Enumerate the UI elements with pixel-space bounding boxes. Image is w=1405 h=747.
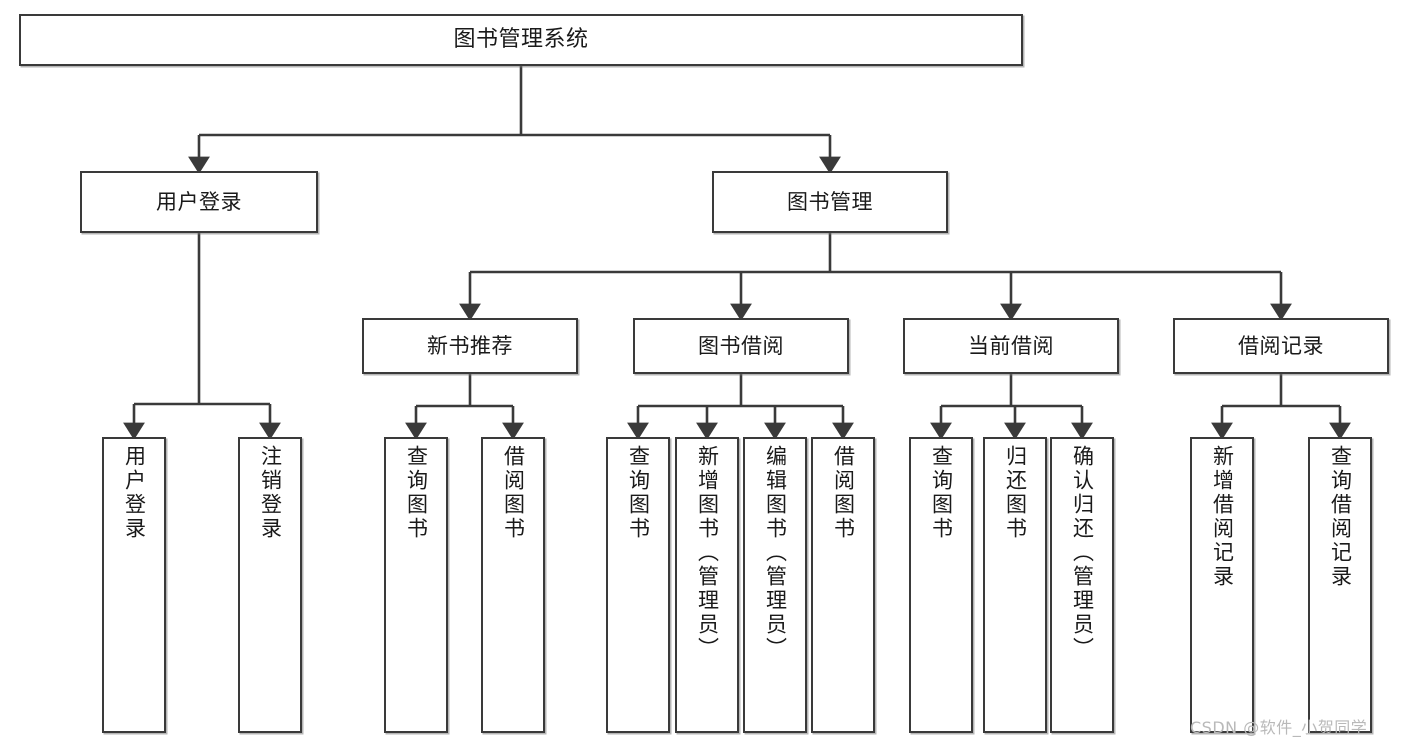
- node-leaf-query-books-2[interactable]: 查询图书: [606, 437, 670, 733]
- node-leaf-return-books[interactable]: 归还图书: [983, 437, 1047, 733]
- node-current-borrow-label: 当前借阅: [968, 333, 1054, 358]
- node-leaf-add-book-admin[interactable]: 新增图书（管理员）: [675, 437, 739, 733]
- node-leaf-borrow-books-2-label: 借阅图书: [831, 445, 856, 541]
- node-book-borrow-label: 图书借阅: [698, 333, 784, 358]
- node-user-login[interactable]: 用户登录: [80, 171, 318, 233]
- node-leaf-edit-book-admin-label: 编辑图书（管理员）: [763, 445, 788, 661]
- node-leaf-query-books-3[interactable]: 查询图书: [909, 437, 973, 733]
- node-leaf-logout-label: 注销登录: [258, 445, 283, 541]
- node-borrow-record[interactable]: 借阅记录: [1173, 318, 1389, 374]
- node-leaf-query-books-2-label: 查询图书: [626, 445, 651, 541]
- node-leaf-query-books-1[interactable]: 查询图书: [384, 437, 448, 733]
- node-leaf-confirm-return-admin-label: 确认归还（管理员）: [1070, 445, 1095, 661]
- node-leaf-logout[interactable]: 注销登录: [238, 437, 302, 733]
- node-leaf-return-books-label: 归还图书: [1003, 445, 1028, 541]
- node-leaf-add-book-admin-label: 新增图书（管理员）: [695, 445, 720, 661]
- node-new-book-rec[interactable]: 新书推荐: [362, 318, 578, 374]
- node-leaf-confirm-return-admin[interactable]: 确认归还（管理员）: [1050, 437, 1114, 733]
- node-leaf-query-borrow-record[interactable]: 查询借阅记录: [1308, 437, 1372, 733]
- node-book-manage-label: 图书管理: [787, 189, 873, 214]
- node-leaf-query-borrow-record-label: 查询借阅记录: [1328, 445, 1353, 589]
- node-borrow-record-label: 借阅记录: [1238, 333, 1324, 358]
- node-new-book-rec-label: 新书推荐: [427, 333, 513, 358]
- node-leaf-borrow-books-1[interactable]: 借阅图书: [481, 437, 545, 733]
- node-leaf-query-books-3-label: 查询图书: [929, 445, 954, 541]
- node-book-borrow[interactable]: 图书借阅: [633, 318, 849, 374]
- node-leaf-add-borrow-record-label: 新增借阅记录: [1210, 445, 1235, 589]
- node-leaf-user-login[interactable]: 用户登录: [102, 437, 166, 733]
- node-leaf-borrow-books-2[interactable]: 借阅图书: [811, 437, 875, 733]
- node-leaf-add-borrow-record[interactable]: 新增借阅记录: [1190, 437, 1254, 733]
- node-leaf-borrow-books-1-label: 借阅图书: [501, 445, 526, 541]
- node-book-manage[interactable]: 图书管理: [712, 171, 948, 233]
- node-current-borrow[interactable]: 当前借阅: [903, 318, 1119, 374]
- node-root-label: 图书管理系统: [453, 27, 589, 53]
- node-user-login-label: 用户登录: [156, 189, 242, 214]
- node-leaf-edit-book-admin[interactable]: 编辑图书（管理员）: [743, 437, 807, 733]
- node-root[interactable]: 图书管理系统: [19, 14, 1023, 66]
- node-leaf-user-login-label: 用户登录: [122, 445, 147, 541]
- node-leaf-query-books-1-label: 查询图书: [404, 445, 429, 541]
- watermark: CSDN @软件_小贺同学: [1190, 718, 1368, 737]
